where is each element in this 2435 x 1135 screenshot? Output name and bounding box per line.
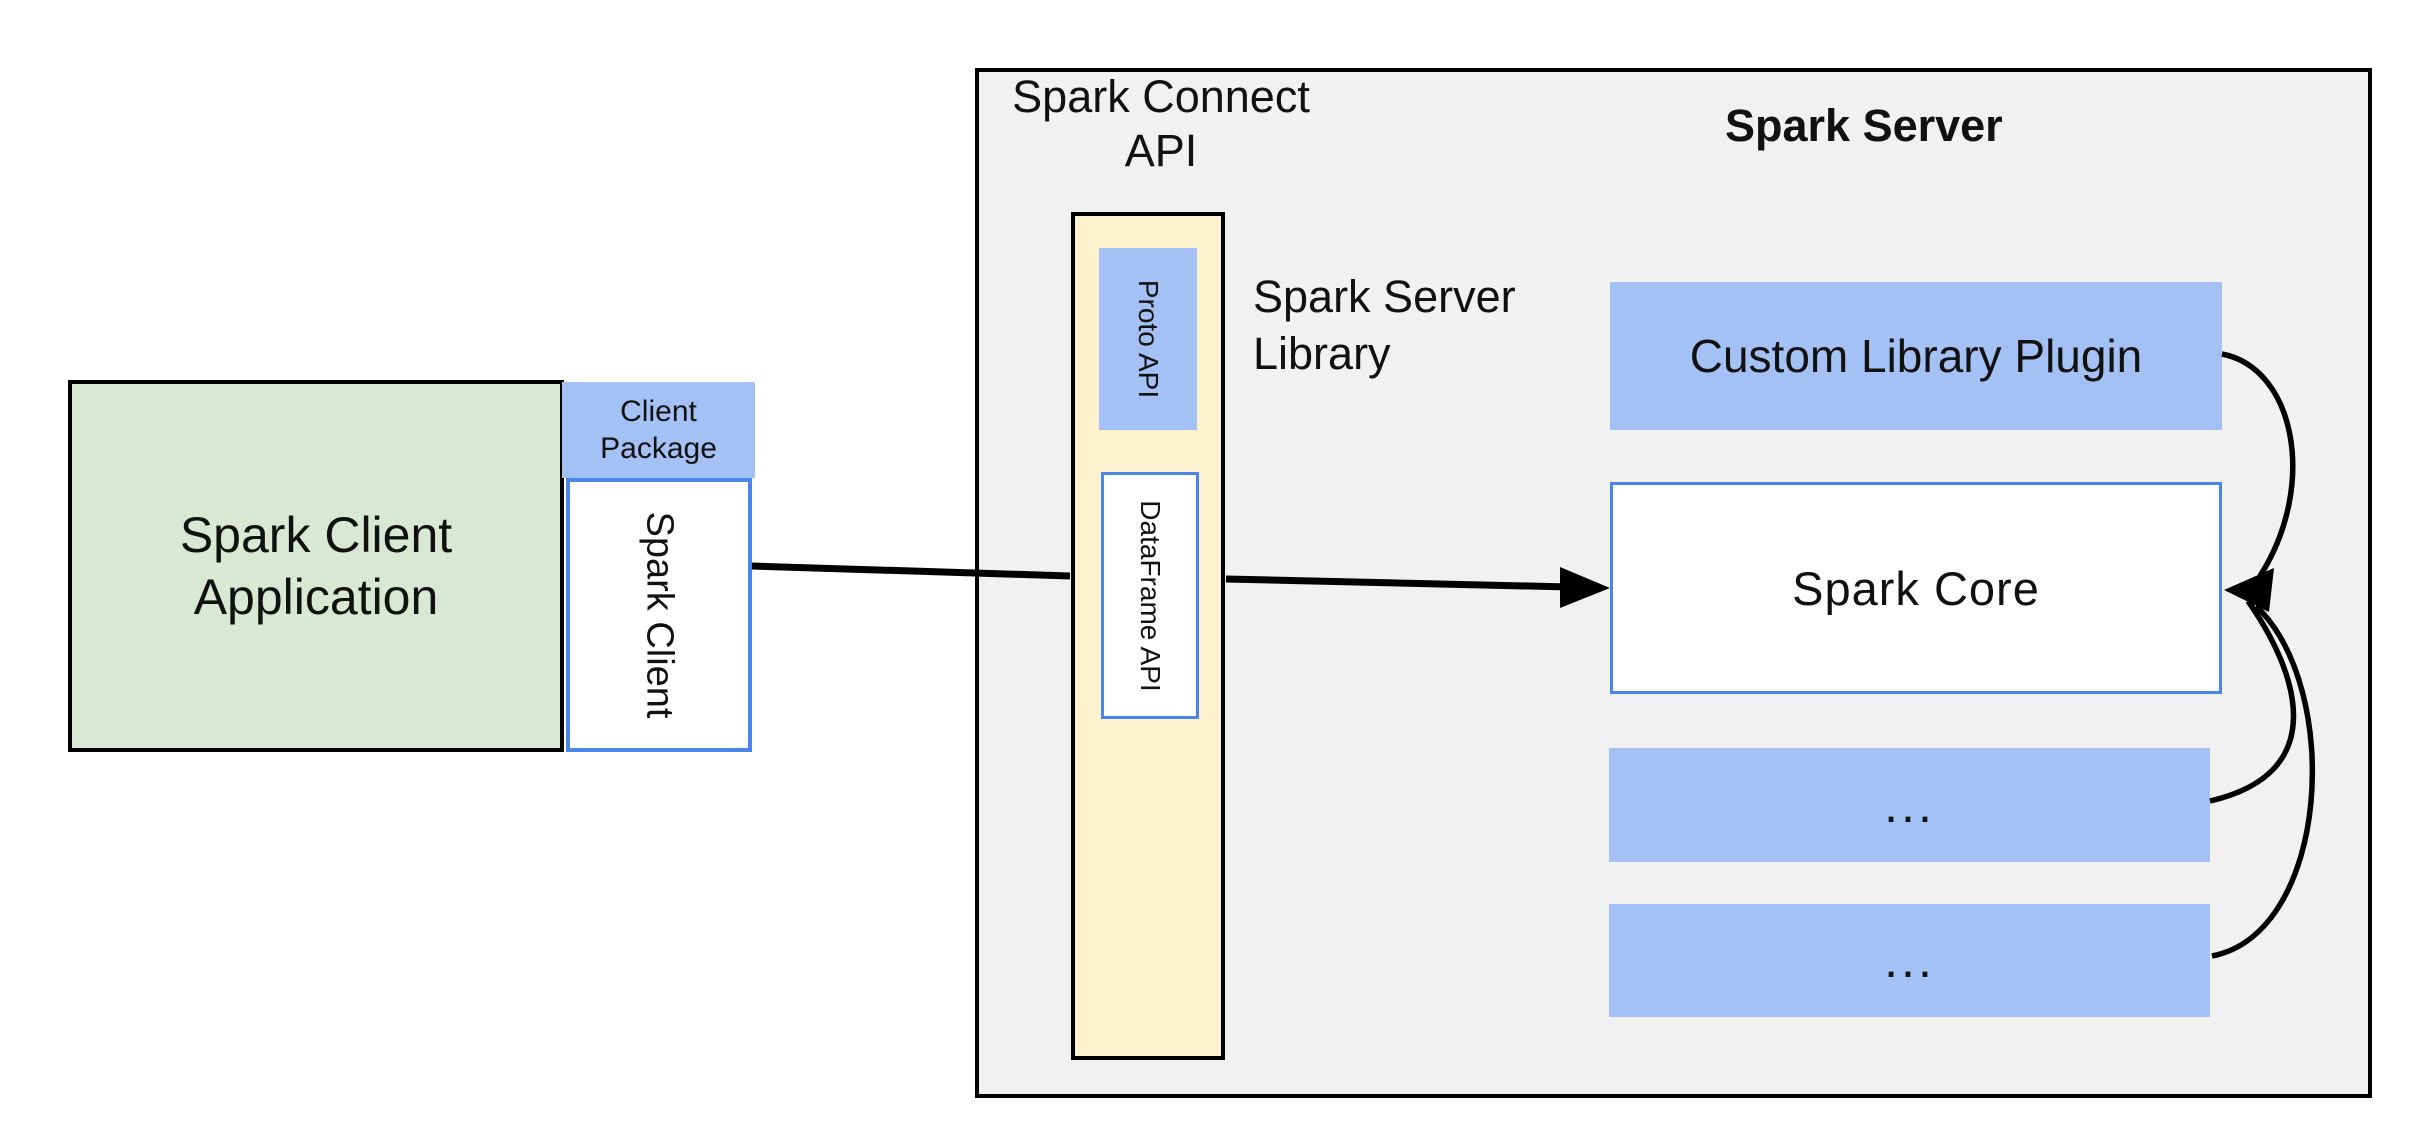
plugin-slot-1-box: ... [1609, 748, 2210, 862]
spark-connect-api-label: Spark Connect API [975, 70, 1347, 178]
custom-library-plugin-label: Custom Library Plugin [1689, 330, 2143, 382]
client-package-label: Client Package [600, 393, 717, 467]
spark-server-title: Spark Server [1725, 100, 2003, 151]
spark-client-box: Spark Client [566, 478, 752, 752]
spark-server-library-label-line1: Spark Server [1253, 271, 1516, 322]
spark-connect-api-label-line2: API [1124, 125, 1198, 176]
spark-client-application-box: Spark Client Application [68, 380, 564, 752]
spark-client-label: Spark Client [638, 511, 681, 719]
dataframe-api-box: DataFrame API [1101, 472, 1199, 719]
spark-server-library-label: Spark Server Library [1253, 268, 1516, 382]
proto-api-label: Proto API [1133, 279, 1164, 399]
dataframe-api-label: DataFrame API [1135, 499, 1166, 692]
client-app-label-line2: Application [193, 569, 439, 625]
proto-api-box: Proto API [1099, 248, 1197, 430]
spark-core-label: Spark Core [1792, 561, 2040, 615]
client-package-label-line1: Client [620, 395, 697, 428]
spark-client-application-label: Spark Client Application [180, 504, 452, 628]
spark-connect-api-label-line1: Spark Connect [1012, 71, 1310, 122]
custom-library-plugin-box: Custom Library Plugin [1610, 282, 2222, 430]
plugin-slot-2-box: ... [1609, 904, 2210, 1017]
spark-core-box: Spark Core [1610, 482, 2222, 694]
client-package-label-line2: Package [600, 432, 717, 465]
spark-server-library-label-line2: Library [1253, 328, 1391, 379]
client-package-box: Client Package [562, 382, 755, 478]
client-app-label-line1: Spark Client [179, 507, 453, 563]
